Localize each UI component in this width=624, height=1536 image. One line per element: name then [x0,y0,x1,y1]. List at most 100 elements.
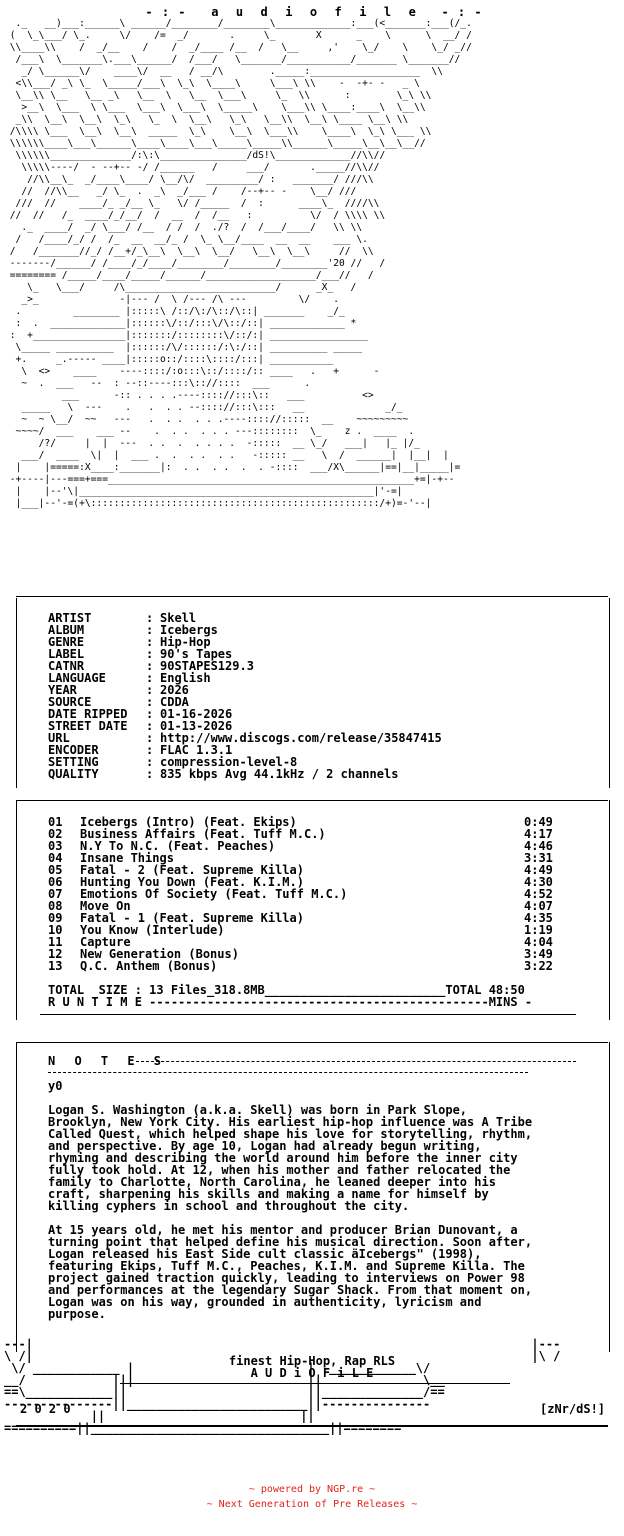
track-duration: 4:07 [524,899,553,913]
track-number: 13 [48,959,63,973]
track-title: Fatal - 1 (Feat. Supreme Killa) [80,911,304,925]
track-duration: 1:19 [524,923,553,937]
info-key: GENRE [48,635,85,649]
track-duration: 4:30 [524,875,553,889]
track-duration: 3:31 [524,851,553,865]
track-number: 04 [48,851,63,865]
info-row: URL: http://www.discogs.com/release/3584… [48,732,442,744]
track-title: Hunting You Down (Feat. K.I.M.) [80,875,304,889]
info-row: SOURCE: CDDA [48,696,442,708]
track-title: Insane Things [80,851,174,865]
info-key: ALBUM [48,623,85,637]
info-row: YEAR: 2026 [48,684,442,696]
ascii-title: - : - a u d i o f i l e - : - [145,6,483,19]
info-key: SETTING [48,755,99,769]
notes-greeting: y0 [48,1079,63,1093]
ascii-logo: ._ __)___:______\ ______/________/______… [9,18,472,509]
info-row: QUALITY: 835 kbps Avg 44.1kHz / 2 channe… [48,768,442,780]
ngp-credit: ~ Next Generation of Pre Releases ~ [206,1499,418,1510]
footer-line-1: finest Hip-Hop, Rap RLS [228,1354,396,1368]
info-separator: : [146,731,161,745]
info-value: 90STAPES129.3 [160,659,254,673]
info-separator: : [146,659,161,673]
track-row: 02 Business Affairs (Feat. Tuff M.C.) 4:17 [48,828,564,840]
info-value: 01-13-2026 [160,719,233,733]
info-value: English [160,671,211,685]
track-title: Fatal - 2 (Feat. Supreme Killa) [80,863,304,877]
info-row: ENCODER: FLAC 1.3.1 [48,744,442,756]
info-value: 90's Tapes [160,647,233,661]
info-separator: : [146,635,161,649]
info-value: compression-level-8 [160,755,298,769]
runtime-line: R U N T I M E --------------------------… [48,995,533,1009]
footer-tag: [zNr/dS!] [540,1402,606,1416]
notes-paragraph-2: At 15 years old, he met his mentor and p… [48,1223,533,1321]
track-row: 06 Hunting You Down (Feat. K.I.M.) 4:30 [48,876,564,888]
info-key: URL [48,731,70,745]
track-row: 05 Fatal - 2 (Feat. Supreme Killa) 4:49 [48,864,564,876]
info-separator: : [146,707,161,721]
track-duration: 4:35 [524,911,553,925]
info-row: CATNR: 90STAPES129.3 [48,660,442,672]
info-value: Icebergs [160,623,218,637]
info-separator: : [146,647,161,661]
info-key: ARTIST [48,611,92,625]
track-row: 09 Fatal - 1 (Feat. Supreme Killa) 4:35 [48,912,564,924]
info-row: ALBUM: Icebergs [48,624,442,636]
info-key: YEAR [48,683,77,697]
footer-line-2: A U D i O F i L E [250,1366,374,1380]
info-key: QUALITY [48,767,99,781]
track-number: 08 [48,899,63,913]
info-value: http://www.discogs.com/release/35847415 [160,731,442,745]
release-info-box [16,598,610,788]
track-number: 02 [48,827,63,841]
track-number: 05 [48,863,63,877]
powered-by-credit: ~ powered by NGP.re ~ [248,1484,376,1495]
info-separator: : [146,767,161,781]
track-title: Capture [80,935,131,949]
track-duration: 4:49 [524,863,553,877]
track-number: 06 [48,875,63,889]
notes-box [16,1042,610,1352]
track-number: 11 [48,935,63,949]
info-separator: : [146,671,161,685]
track-duration: 4:46 [524,839,553,853]
info-key: STREET DATE [48,719,128,733]
info-separator: : [146,719,161,733]
track-row: 10 You Know (Interlude) 1:19 [48,924,564,936]
footer-ascii: ---| |--- \ /| |\ / \/ ____________ | | [4,1337,561,1435]
info-row: GENRE: Hip-Hop [48,636,442,648]
tracklist-box [16,800,610,1020]
info-value: Skell [160,611,197,625]
info-key: SOURCE [48,695,92,709]
track-title: You Know (Interlude) [80,923,225,937]
info-key: CATNR [48,659,85,673]
track-number: 10 [48,923,63,937]
info-value: CDDA [160,695,189,709]
track-number: 12 [48,947,63,961]
ascii-art-header: - : - a u d i o f i l e - : - ._ __)___:… [4,6,624,596]
info-value: FLAC 1.3.1 [160,743,233,757]
track-number: 07 [48,887,63,901]
track-row: 04 Insane Things 3:31 [48,852,564,864]
info-value: 2026 [160,683,189,697]
track-duration: 4:17 [524,827,553,841]
info-separator: : [146,611,161,625]
info-separator: : [146,755,161,769]
total-size-line: TOTAL SIZE : 13 Files_318.8MB___________… [48,983,525,997]
track-title: New Generation (Bonus) [80,947,239,961]
track-number: 09 [48,911,63,925]
footer-year: 2 0 2 0 [20,1402,71,1416]
info-separator: : [146,695,161,709]
track-duration: 4:52 [524,887,553,901]
info-key: DATE RIPPED [48,707,128,721]
notes-paragraph-1: Logan S. Washington (a.k.a. Skell) was b… [48,1103,533,1213]
info-row: LANGUAGE: English [48,672,442,684]
track-title: Business Affairs (Feat. Tuff M.C.) [80,827,326,841]
